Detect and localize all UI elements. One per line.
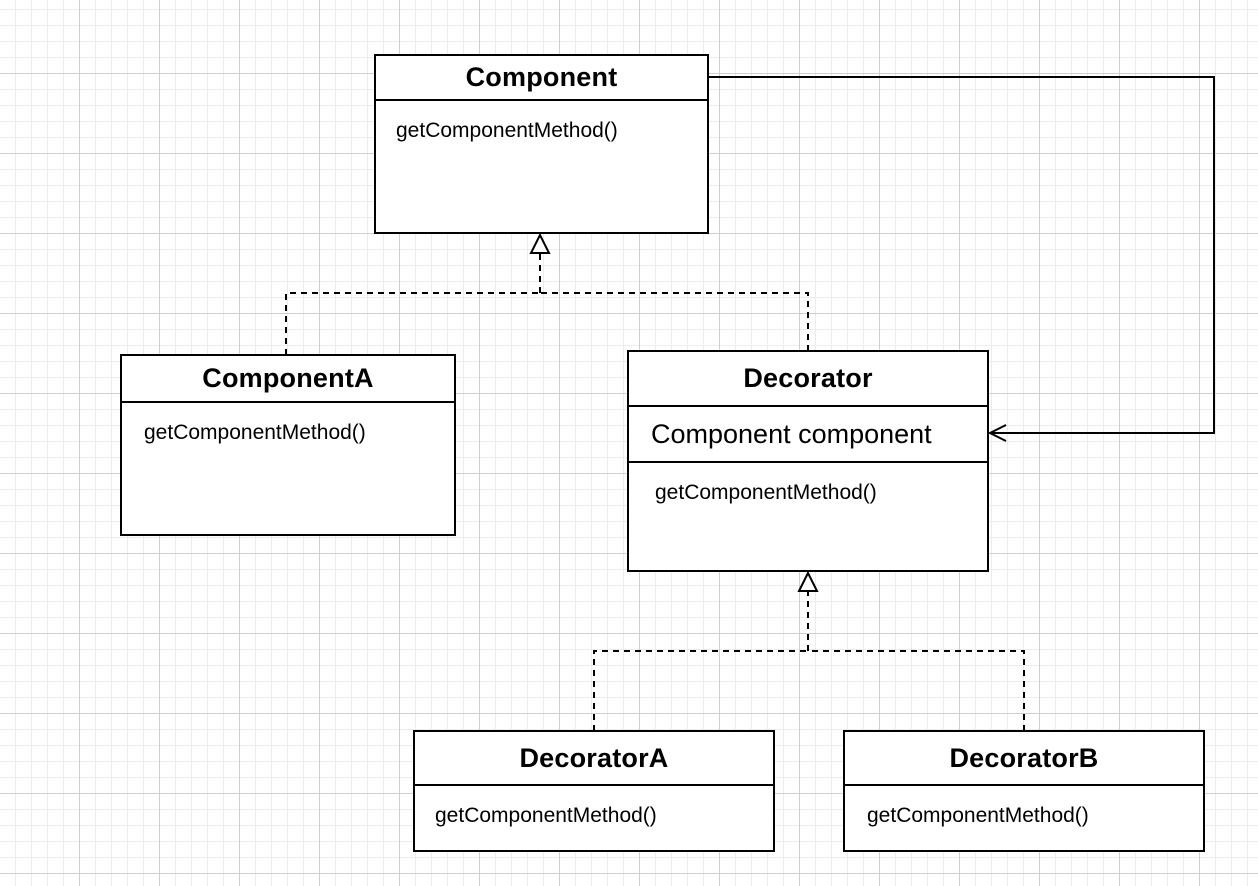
class-decoratorb-name: DecoratorB <box>845 732 1203 786</box>
realization-line-componenta <box>285 292 540 355</box>
class-decoratora[interactable]: DecoratorA getComponentMethod() <box>413 730 775 852</box>
class-component-method: getComponentMethod() <box>396 119 618 142</box>
realization-arrowhead-decorator <box>797 570 819 592</box>
class-componenta[interactable]: ComponentA getComponentMethod() <box>120 354 456 536</box>
association-open-arrowhead <box>987 424 1007 442</box>
realization-line-decorator <box>540 292 809 351</box>
class-component[interactable]: Component getComponentMethod() <box>374 54 709 234</box>
class-decorator-method: getComponentMethod() <box>655 481 877 504</box>
realization-line-decoratorb <box>808 650 1025 731</box>
class-componenta-method: getComponentMethod() <box>144 421 366 444</box>
class-decorator-attribute: Component component <box>629 407 987 463</box>
class-decoratorb[interactable]: DecoratorB getComponentMethod() <box>843 730 1205 852</box>
realization-line-decoratora <box>593 650 808 731</box>
class-componenta-name: ComponentA <box>122 356 454 403</box>
class-decoratorb-method: getComponentMethod() <box>867 804 1089 827</box>
class-component-name: Component <box>376 56 707 101</box>
realization-arrowhead-component <box>529 232 551 254</box>
class-decoratora-method: getComponentMethod() <box>435 804 657 827</box>
class-decorator[interactable]: Decorator Component component getCompone… <box>627 350 989 572</box>
class-decorator-name: Decorator <box>629 352 987 407</box>
class-decoratora-name: DecoratorA <box>415 732 773 786</box>
